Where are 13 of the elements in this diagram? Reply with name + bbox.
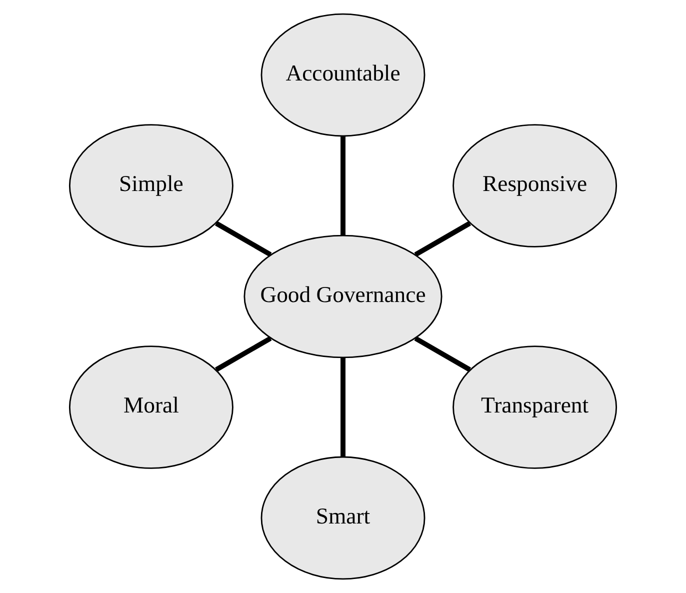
node-ellipse: Accountable xyxy=(260,13,426,137)
node-ellipse: Transparent xyxy=(452,346,618,469)
node-ellipse: Simple xyxy=(68,124,234,248)
connector xyxy=(414,336,471,372)
node-ellipse: Smart xyxy=(260,456,426,580)
connector xyxy=(340,136,346,236)
connector xyxy=(215,336,272,372)
connector xyxy=(414,221,471,257)
node-ellipse: Good Governance xyxy=(244,234,442,358)
connector xyxy=(215,221,272,257)
node-ellipse: Responsive xyxy=(452,124,618,248)
node-ellipse: Moral xyxy=(68,346,234,469)
connector xyxy=(340,358,346,457)
